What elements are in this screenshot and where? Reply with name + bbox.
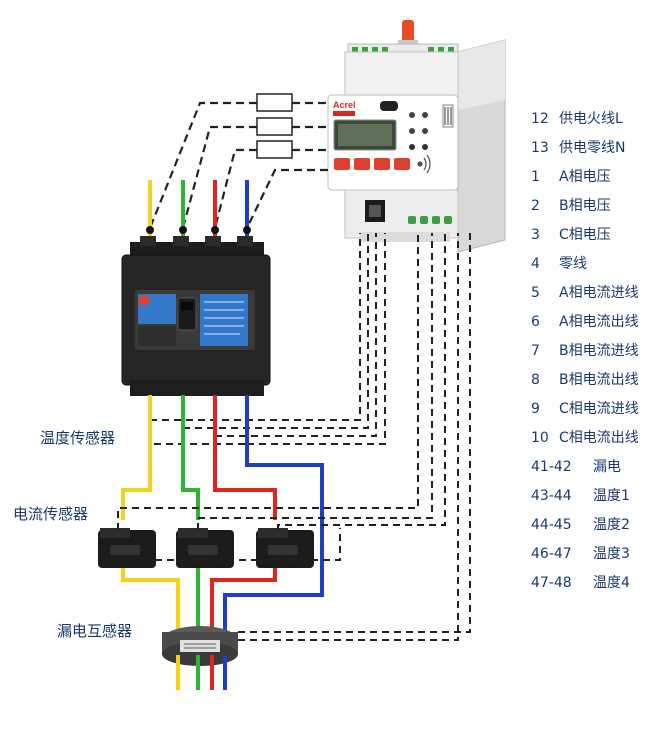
legend-desc: C相电流进线 [559,401,639,417]
fuse-resistors [256,93,293,159]
legend-code: 4 [531,256,540,272]
breaker-label-right [200,294,248,346]
legend-desc: B相电流出线 [559,372,639,388]
legend-item: 12 供电火线L [531,108,623,128]
legend-desc: 温度1 [593,488,630,504]
legend-code: 8 [531,372,540,388]
legend-item: 5 A相电流进线 [531,282,639,302]
legend-desc: 温度4 [593,575,630,591]
leak-transformer-label: 漏电互感器 [57,622,133,640]
current-sensor-label: 电流传感器 [13,505,89,523]
legend-item: 9 C相电流进线 [531,398,639,418]
antenna [402,20,414,46]
temp-sensor-label: 温度传感器 [40,429,116,447]
legend-item: 1 A相电压 [531,166,611,186]
ir-window [380,101,398,111]
set-button [394,158,410,170]
legend-item: 41-42 漏电 [531,456,621,476]
legend-item: 46-47 温度3 [531,543,630,563]
leakage-transformer [162,626,238,666]
legend-item: 2 B相电压 [531,195,611,215]
phase-wires-top [148,180,249,250]
ct-c [256,528,314,568]
legend-desc: 温度3 [593,546,630,562]
circuit-breaker [121,236,271,396]
down-button [374,158,390,170]
legend-desc: 零线 [559,256,587,272]
legend-code: 3 [531,227,540,243]
meter-buttons [334,158,410,170]
legend-code: 10 [531,430,549,446]
legend-code: 41-42 [531,459,572,475]
legend-desc: C相电流出线 [559,430,639,446]
legend-item: 4 零线 [531,253,587,273]
legend-desc: 供电零线N [559,140,626,156]
legend-desc: A相电流出线 [559,314,639,330]
ct-a [98,528,156,568]
legend-item: 7 B相电流进线 [531,340,639,360]
menu-button [334,158,350,170]
legend-desc: B相电流进线 [559,343,639,359]
ct-b [176,528,234,568]
legend-item: 6 A相电流出线 [531,311,639,331]
legend-code: 46-47 [531,546,572,562]
voltage-sense-wires [148,101,328,229]
ct-wires [117,233,446,561]
legend-code: 43-44 [531,488,572,504]
legend-desc: A相电压 [559,169,611,185]
legend-desc: B相电压 [559,198,611,214]
left-button [354,158,370,170]
legend-code: 13 [531,140,549,156]
legend-item: 47-48 温度4 [531,572,630,592]
legend-desc: 漏电 [593,459,621,475]
legend-code: 5 [531,285,540,301]
resistor-2 [256,117,293,136]
legend-desc: A相电流进线 [559,285,639,301]
legend-code: 12 [531,111,549,127]
legend-desc: C相电压 [559,227,611,243]
leak-wires [238,233,471,641]
phase-wires-exit [176,655,227,690]
legend-item: 10 C相电流出线 [531,427,639,447]
legend-code: 1 [531,169,540,185]
legend-code: 9 [531,401,540,417]
legend-item: 13 供电零线N [531,137,625,157]
legend-item: 8 B相电流出线 [531,369,639,389]
legend-code: 44-45 [531,517,572,533]
brand-text: Acrel [333,100,356,110]
meter-device: Acrel [327,20,506,253]
legend-item: 3 C相电压 [531,224,611,244]
legend-code: 7 [531,343,540,359]
legend-code: 2 [531,198,540,214]
resistor-1 [256,93,293,112]
nfc-icon [417,154,431,174]
legend-code: 47-48 [531,575,572,591]
legend-desc: 供电火线L [559,111,623,127]
current-sensors [98,528,314,568]
legend-desc: 温度2 [593,517,630,533]
legend-item: 43-44 温度1 [531,485,630,505]
legend-code: 6 [531,314,540,330]
resistor-3 [256,140,293,159]
legend-item: 44-45 温度2 [531,514,630,534]
